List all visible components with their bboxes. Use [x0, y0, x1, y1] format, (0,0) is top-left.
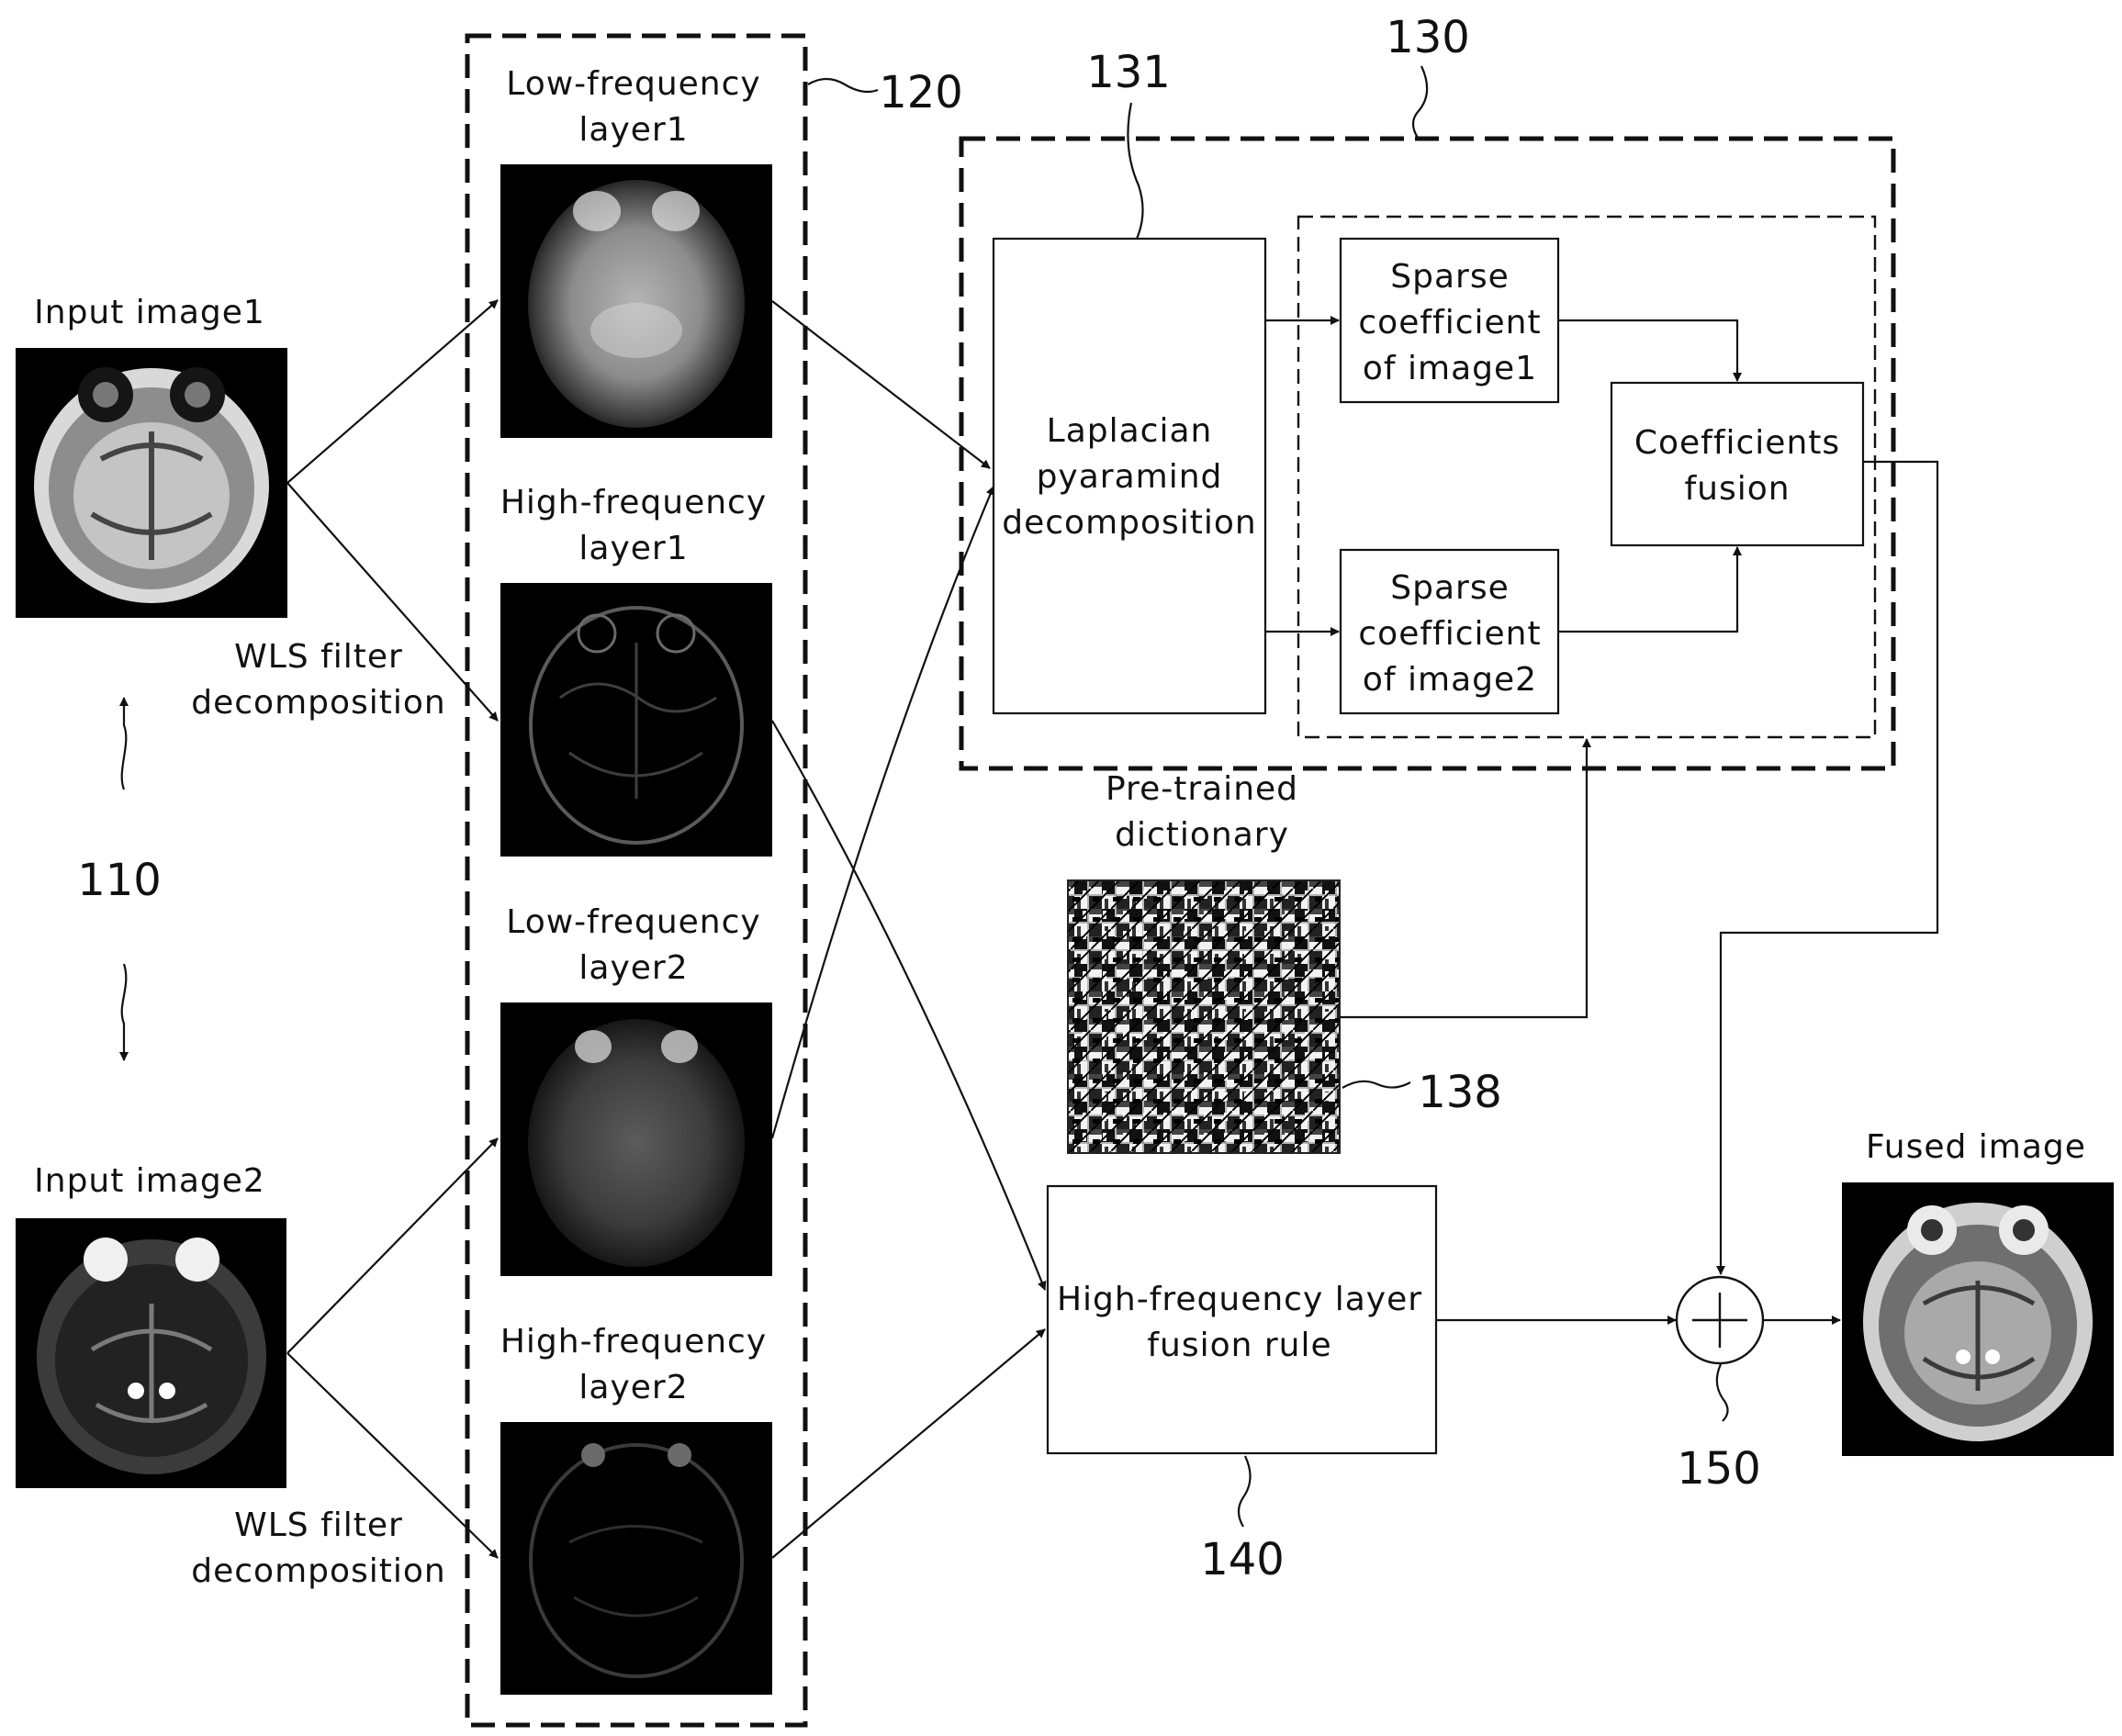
low-frequency-layer2-image	[500, 1002, 772, 1276]
coef-fusion-line2: fusion	[1684, 470, 1790, 508]
input-image1-mri	[16, 348, 287, 618]
sparse1-line1: Sparse	[1390, 258, 1509, 296]
ref-130: 130	[1386, 12, 1470, 63]
ref-131-leader	[1128, 103, 1142, 239]
ref-140: 140	[1200, 1534, 1285, 1585]
ref-138: 138	[1418, 1067, 1502, 1118]
laplacian-label-line3: decomposition	[1002, 504, 1256, 542]
hf-layer-fusion-rule-block	[1048, 1186, 1436, 1453]
ref-110: 110	[77, 855, 162, 906]
ref-120: 120	[879, 67, 963, 118]
ref-150: 150	[1677, 1443, 1761, 1495]
high-frequency-layer1-image	[500, 583, 772, 857]
arrow-high2-to-hf-rule	[772, 1329, 1045, 1558]
high-frequency-layer2-image	[500, 1422, 772, 1695]
input-image1-label: Input image1	[34, 294, 265, 331]
laplacian-label-line2: pyaramind	[1037, 458, 1223, 496]
arrow-sparse1-to-fusion	[1558, 320, 1737, 381]
low-frequency-layer1-image	[500, 164, 772, 438]
ref-131: 131	[1086, 47, 1171, 98]
ref-110-leader-up	[122, 698, 127, 790]
wls-filter-label-1: WLS filter	[234, 638, 403, 676]
ref-138-leader	[1342, 1081, 1410, 1088]
low-frequency-layer2-label-line1: Low-frequency	[506, 903, 760, 941]
sparse2-line3: of image2	[1363, 661, 1537, 699]
hf-rule-line1: High-frequency layer	[1057, 1281, 1422, 1318]
laplacian-label-line1: Laplacian	[1047, 412, 1213, 450]
arrow-high1-to-hf-rule	[772, 721, 1045, 1290]
coef-fusion-line1: Coefficients	[1634, 424, 1840, 462]
pretrained-dictionary-image	[1068, 880, 1340, 1153]
hf-rule-line2: fusion rule	[1147, 1327, 1331, 1364]
ref-140-leader	[1239, 1456, 1251, 1527]
high-frequency-layer1-label-line2: layer1	[578, 530, 688, 567]
ref-110-leader-down	[122, 964, 127, 1060]
high-frequency-layer2-label-line1: High-frequency	[500, 1323, 767, 1361]
input-image2-label: Input image2	[34, 1162, 265, 1200]
low-frequency-layer1-label-line2: layer1	[578, 111, 688, 149]
ref-120-leader	[808, 79, 878, 92]
fused-image-mri	[1842, 1182, 2114, 1456]
sparse1-line3: of image1	[1363, 350, 1537, 387]
low-frequency-layer1-label-line1: Low-frequency	[506, 65, 760, 103]
ref-150-leader	[1717, 1364, 1728, 1421]
coefficients-fusion-block	[1611, 383, 1863, 545]
arrow-dictionary-to-sparse-group	[1340, 739, 1587, 1017]
adder-node	[1677, 1277, 1763, 1363]
arrow-sparse2-to-fusion	[1558, 547, 1737, 632]
high-frequency-layer2-label-line2: layer2	[578, 1369, 688, 1406]
fused-image-label: Fused image	[1866, 1128, 2086, 1166]
dictionary-label-line1: Pre-trained	[1106, 770, 1298, 808]
sparse2-line1: Sparse	[1390, 569, 1509, 607]
ref-130-leader	[1413, 66, 1427, 138]
wls-decomposition-label-2: decomposition	[191, 1552, 445, 1590]
high-frequency-layer1-label-line1: High-frequency	[500, 484, 767, 521]
wls-decomposition-label-1: decomposition	[191, 684, 445, 722]
sparse1-line2: coefficient	[1358, 304, 1541, 342]
low-frequency-layer2-label-line2: layer2	[578, 949, 688, 987]
dictionary-label-line2: dictionary	[1115, 816, 1289, 854]
sparse2-line2: coefficient	[1358, 615, 1541, 653]
wls-filter-label-2: WLS filter	[234, 1506, 403, 1544]
input-image2-mri	[16, 1218, 286, 1488]
